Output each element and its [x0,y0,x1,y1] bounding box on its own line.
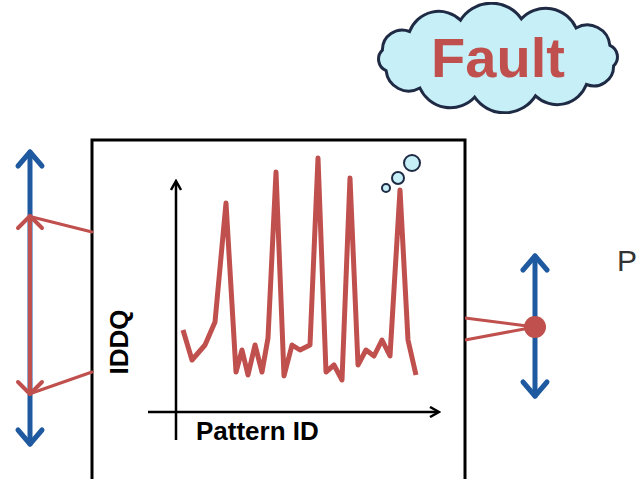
input-range-arrow [18,152,42,444]
fault-text: Fault [431,30,565,86]
thought-bubble [404,155,420,171]
thought-cloud: Fault [358,2,638,114]
output-point [465,316,546,340]
cut-off-text: P [617,246,637,276]
thought-bubble [392,172,404,184]
input-variation-arrow [18,216,92,394]
output-range-arrow [523,256,547,396]
x-axis [148,411,438,414]
thought-bubble [382,184,390,192]
iddq-trace [183,158,416,380]
device-box [92,140,465,479]
axis-label: Pattern ID [196,418,319,444]
y-axis [175,182,178,440]
axis-label: IDDQ [105,310,131,375]
